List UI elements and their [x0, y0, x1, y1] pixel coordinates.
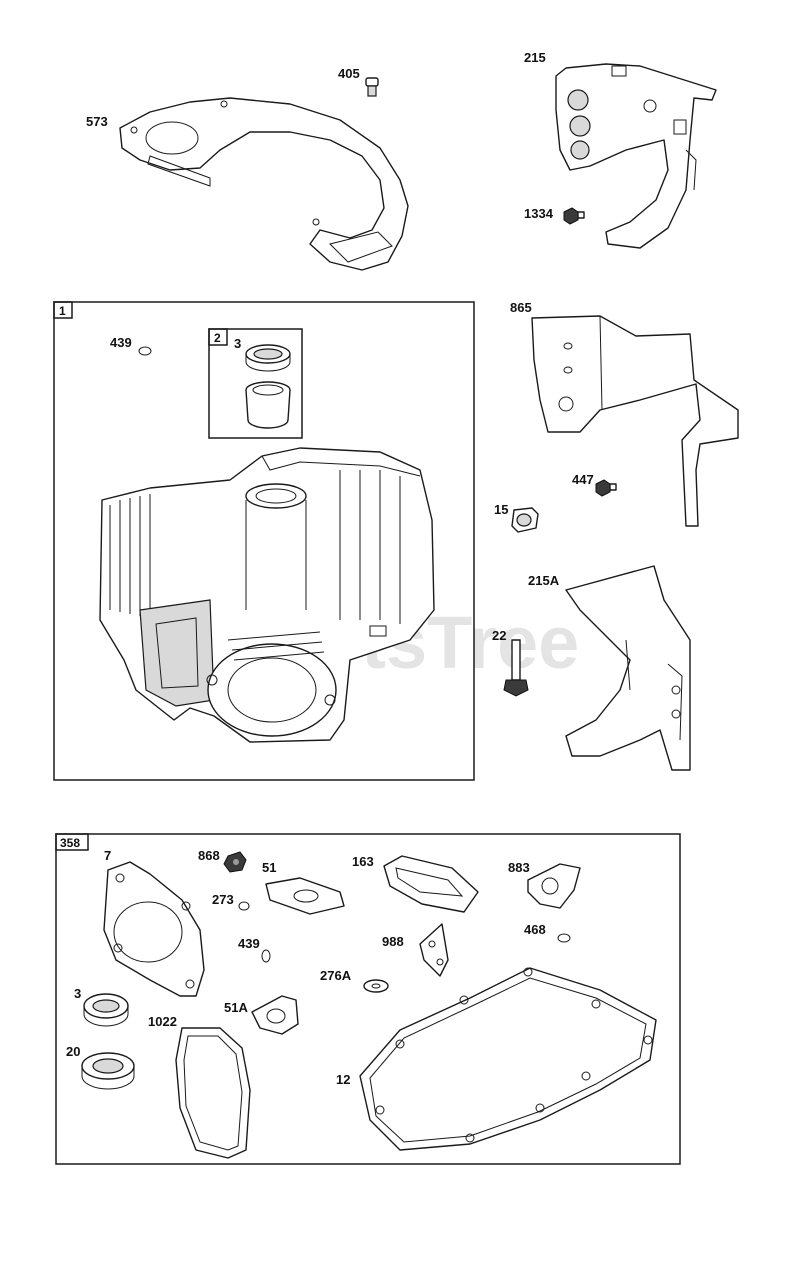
part-215-shroud[interactable] — [555, 63, 717, 249]
block-group-frame — [53, 301, 475, 781]
callout-215A: 215A — [528, 573, 560, 588]
part-468-ring[interactable] — [557, 933, 571, 943]
callout-51: 51 — [262, 860, 276, 875]
callout-468: 468 — [524, 922, 546, 937]
callout-439-lower: 439 — [238, 936, 260, 951]
callout-865: 865 — [510, 300, 532, 315]
callout-15: 15 — [494, 502, 508, 517]
bearing-group-tag: 2 — [214, 331, 221, 345]
part-883-gasket[interactable] — [527, 863, 581, 909]
part-22-bolt[interactable] — [503, 639, 529, 697]
callout-163: 163 — [352, 854, 374, 869]
part-51A-gasket[interactable] — [251, 995, 299, 1035]
callout-883: 883 — [508, 860, 530, 875]
part-276A-washer[interactable] — [363, 979, 389, 993]
part-1022-gasket[interactable] — [175, 1027, 251, 1159]
callout-1022: 1022 — [148, 1014, 177, 1029]
part-273-washer[interactable] — [238, 901, 250, 911]
callout-868: 868 — [198, 848, 220, 863]
callout-215: 215 — [524, 50, 546, 65]
part-1334-screw[interactable] — [563, 207, 585, 225]
part-3-oil-seal-upper[interactable] — [245, 344, 291, 372]
part-163-gasket[interactable] — [383, 855, 479, 913]
part-405-screw[interactable] — [365, 77, 379, 97]
part-447-screw[interactable] — [595, 479, 617, 497]
callout-447: 447 — [572, 472, 594, 487]
part-215A-shroud[interactable] — [565, 565, 691, 771]
part-865-baffle[interactable] — [531, 315, 739, 527]
callout-405: 405 — [338, 66, 360, 81]
gasket-set-frame — [55, 833, 681, 1165]
callout-276A: 276A — [320, 968, 352, 983]
part-cylinder-block[interactable] — [99, 447, 435, 743]
callout-3-lower: 3 — [74, 986, 81, 1001]
callout-273: 273 — [212, 892, 234, 907]
gasket-set-tag: 358 — [60, 836, 80, 850]
bearing-group-tag-box — [208, 328, 228, 346]
part-bearing-sleeve[interactable] — [245, 381, 291, 429]
bearing-group-frame — [208, 328, 303, 439]
callout-22: 22 — [492, 628, 506, 643]
callout-988: 988 — [382, 934, 404, 949]
part-12-sump-gasket[interactable] — [359, 967, 657, 1151]
callout-7: 7 — [104, 848, 111, 863]
part-3-oil-seal-lower[interactable] — [83, 993, 129, 1027]
callout-439-upper: 439 — [110, 335, 132, 350]
part-15-nut[interactable] — [511, 507, 539, 533]
callout-12: 12 — [336, 1072, 350, 1087]
callout-20: 20 — [66, 1044, 80, 1059]
callout-3-upper: 3 — [234, 336, 241, 351]
part-573-blower-base[interactable] — [119, 97, 409, 271]
gasket-set-tag-box — [55, 833, 89, 851]
part-868-nut[interactable] — [223, 851, 247, 873]
callout-573: 573 — [86, 114, 108, 129]
part-439-o-ring-lower[interactable] — [261, 949, 271, 963]
part-7-head-gasket[interactable] — [103, 861, 205, 997]
callout-51A: 51A — [224, 1000, 248, 1015]
part-988-gasket[interactable] — [419, 923, 449, 977]
part-439-o-ring[interactable] — [138, 346, 152, 356]
block-group-tag-box — [53, 301, 73, 319]
callout-1334: 1334 — [524, 206, 554, 221]
part-51-gasket[interactable] — [265, 877, 345, 915]
block-group-tag: 1 — [59, 304, 66, 318]
part-20-oil-seal[interactable] — [81, 1052, 135, 1090]
